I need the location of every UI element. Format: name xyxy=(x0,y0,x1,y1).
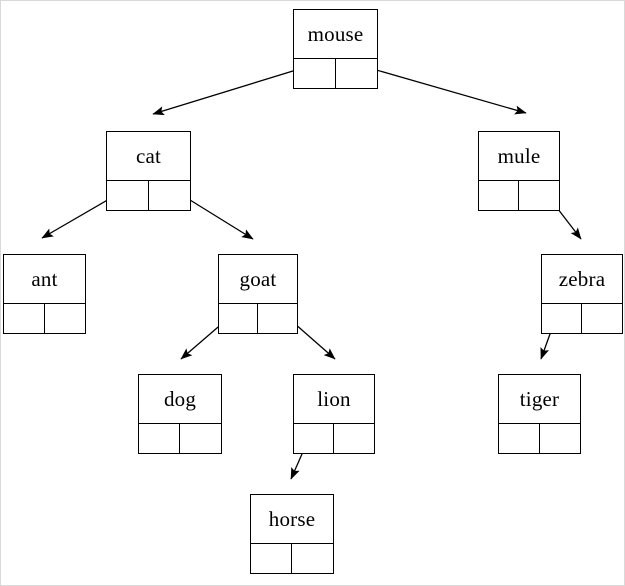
tree-node-dog[interactable]: dog xyxy=(138,374,222,454)
node-right-pointer-cell[interactable] xyxy=(519,181,559,210)
node-label: lion xyxy=(294,375,374,424)
node-label: dog xyxy=(139,375,221,424)
node-left-pointer-cell[interactable] xyxy=(542,304,582,333)
tree-node-mouse[interactable]: mouse xyxy=(293,9,378,89)
node-pointer-row xyxy=(294,59,377,88)
node-left-pointer-cell[interactable] xyxy=(294,424,334,453)
node-pointer-row xyxy=(479,181,559,210)
node-right-pointer-cell[interactable] xyxy=(180,424,221,453)
tree-node-ant[interactable]: ant xyxy=(3,254,86,334)
tree-edge-mouse-to-mule xyxy=(351,62,527,115)
node-right-pointer-cell[interactable] xyxy=(292,544,333,573)
node-label: zebra xyxy=(542,255,622,304)
node-left-pointer-cell[interactable] xyxy=(499,424,540,453)
node-pointer-row xyxy=(139,424,221,453)
node-left-pointer-cell[interactable] xyxy=(139,424,180,453)
tree-node-horse[interactable]: horse xyxy=(250,494,334,574)
node-label: tiger xyxy=(499,375,580,424)
node-pointer-row xyxy=(499,424,580,453)
node-pointer-row xyxy=(219,304,297,333)
node-left-pointer-cell[interactable] xyxy=(479,181,519,210)
node-label: mouse xyxy=(294,10,377,59)
node-label: horse xyxy=(251,495,333,544)
node-label: cat xyxy=(107,132,190,181)
node-left-pointer-cell[interactable] xyxy=(219,304,258,333)
node-label: mule xyxy=(479,132,559,181)
node-pointer-row xyxy=(107,181,190,210)
tree-node-lion[interactable]: lion xyxy=(293,374,375,454)
node-label: ant xyxy=(4,255,85,304)
node-right-pointer-cell[interactable] xyxy=(582,304,622,333)
node-right-pointer-cell[interactable] xyxy=(540,424,581,453)
node-left-pointer-cell[interactable] xyxy=(4,304,45,333)
node-right-pointer-cell[interactable] xyxy=(149,181,191,210)
node-right-pointer-cell[interactable] xyxy=(45,304,86,333)
node-right-pointer-cell[interactable] xyxy=(336,59,378,88)
node-right-pointer-cell[interactable] xyxy=(334,424,374,453)
tree-node-zebra[interactable]: zebra xyxy=(541,254,623,334)
node-pointer-row xyxy=(542,304,622,333)
tree-node-tiger[interactable]: tiger xyxy=(498,374,581,454)
tree-node-mule[interactable]: mule xyxy=(478,131,560,211)
node-left-pointer-cell[interactable] xyxy=(294,59,336,88)
node-left-pointer-cell[interactable] xyxy=(107,181,149,210)
node-pointer-row xyxy=(294,424,374,453)
tree-node-goat[interactable]: goat xyxy=(218,254,298,334)
node-pointer-row xyxy=(4,304,85,333)
tree-node-cat[interactable]: cat xyxy=(106,131,191,211)
node-label: goat xyxy=(219,255,297,304)
node-pointer-row xyxy=(251,544,333,573)
node-right-pointer-cell[interactable] xyxy=(258,304,297,333)
node-left-pointer-cell[interactable] xyxy=(251,544,292,573)
